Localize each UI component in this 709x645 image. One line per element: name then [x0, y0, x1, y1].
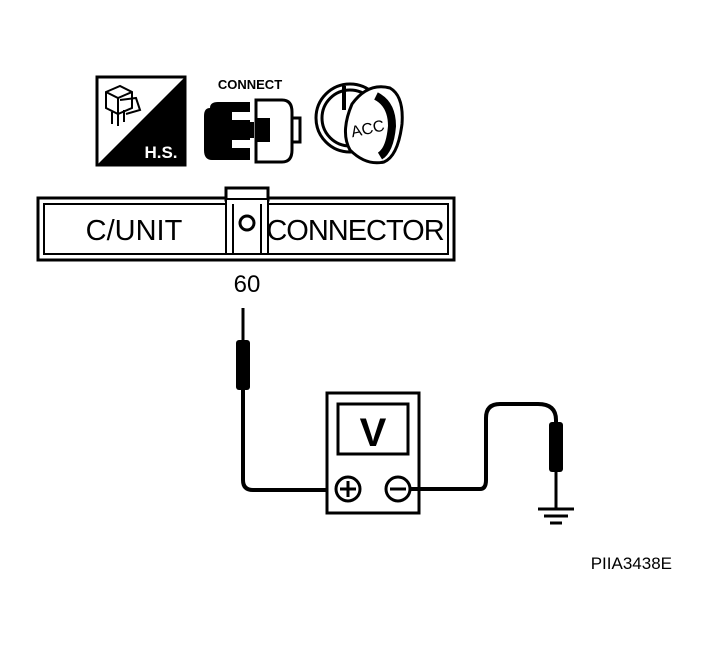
- terminal-number: 60: [234, 271, 261, 298]
- harness-side-label: H.S.: [144, 143, 177, 162]
- acc-label: ACC: [350, 118, 387, 142]
- c-unit-label: C/UNIT: [86, 215, 183, 247]
- connect-label: CONNECT: [218, 77, 282, 92]
- negative-probe: [410, 402, 563, 508]
- positive-probe: [236, 308, 334, 492]
- figure-id: PIIA3438E: [591, 554, 672, 573]
- connector-label: CONNECTOR: [266, 215, 443, 247]
- terminal-60-pin: [238, 214, 256, 232]
- connect-icon: CONNECT: [204, 77, 302, 164]
- voltmeter: V: [325, 391, 421, 515]
- harness-side-icon: H.S.: [95, 75, 187, 167]
- positive-terminal-icon: [334, 475, 362, 503]
- meter-v-label: V: [360, 411, 387, 455]
- ignition-key-icon: ACC: [314, 82, 404, 165]
- negative-terminal-icon: [384, 475, 412, 503]
- ground-icon: [538, 507, 574, 525]
- connector-box: C/UNIT CONNECTOR: [36, 186, 456, 262]
